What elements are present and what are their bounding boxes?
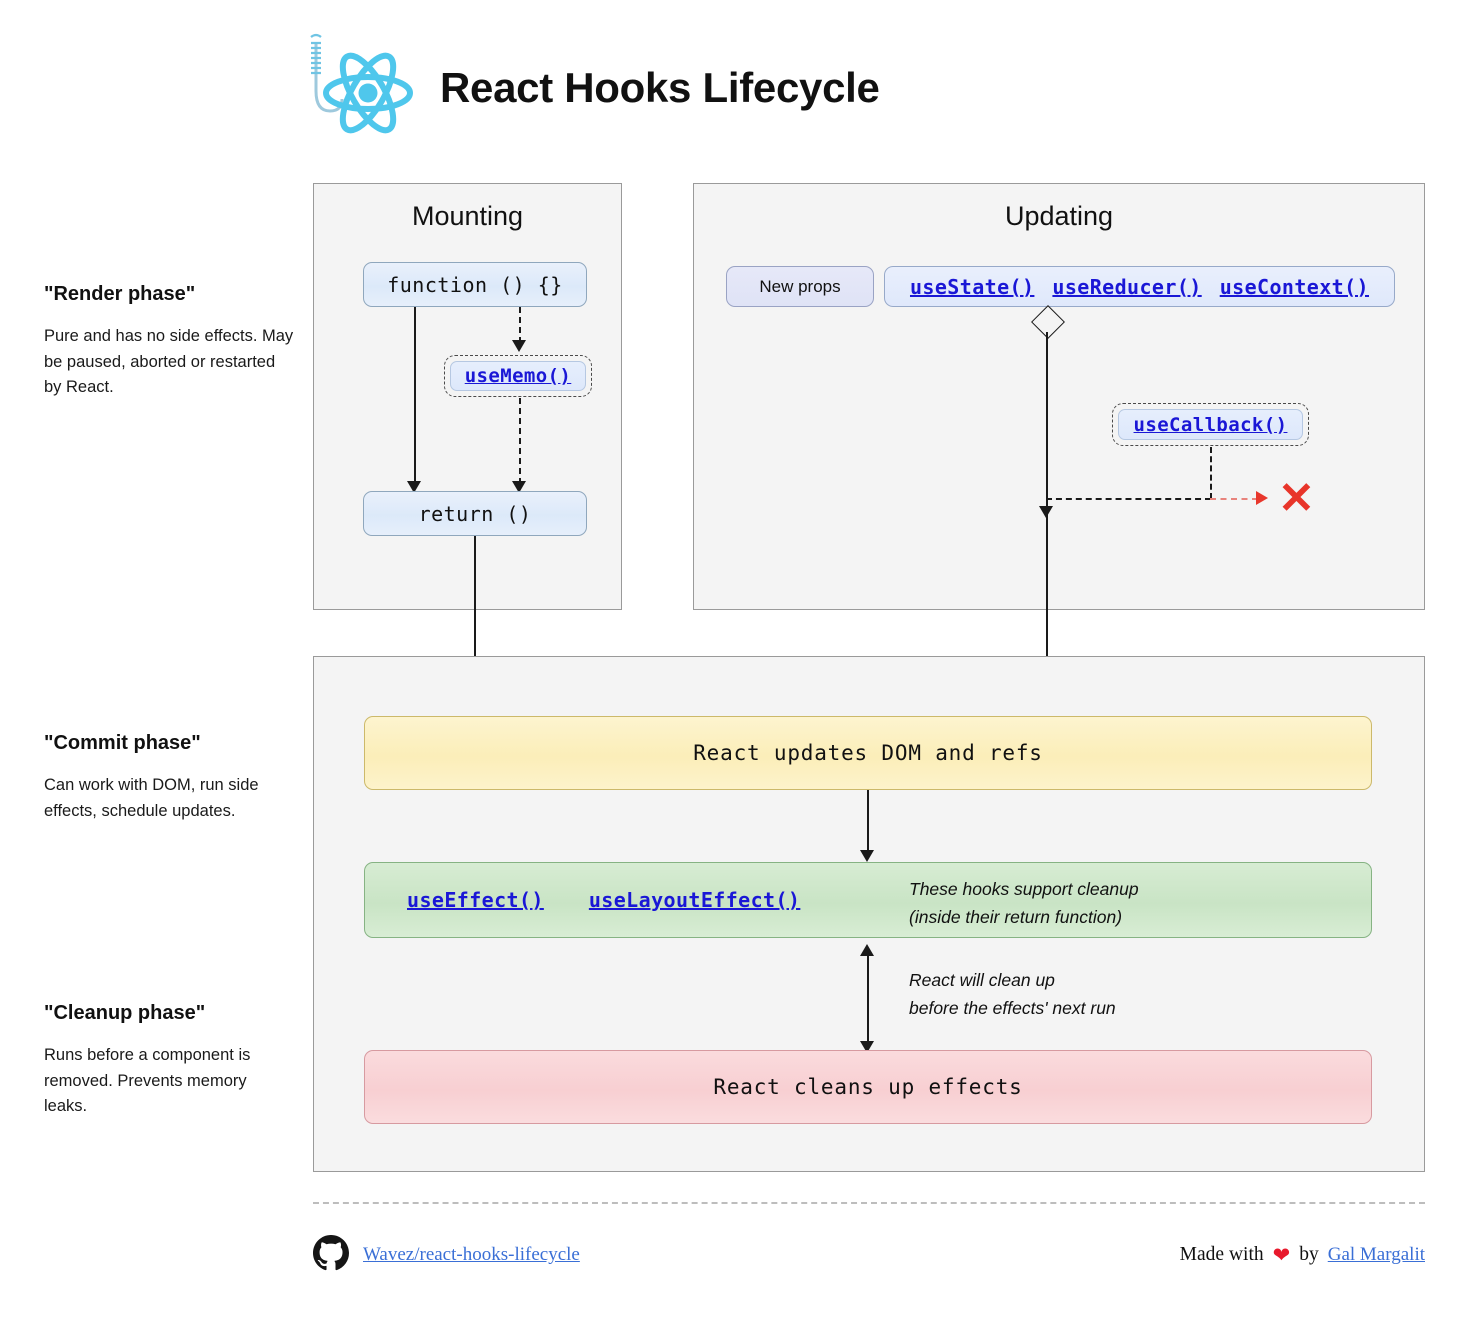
node-react-cleans-up-effects-label: React cleans up effects bbox=[713, 1075, 1023, 1099]
node-return-label: return () bbox=[418, 501, 532, 526]
node-use-memo[interactable]: useMemo() bbox=[444, 355, 592, 397]
page-title: React Hooks Lifecycle bbox=[440, 64, 880, 111]
node-use-callback[interactable]: useCallback() bbox=[1112, 403, 1309, 446]
node-effect-hooks[interactable]: useEffect() useLayoutEffect() bbox=[364, 862, 1372, 938]
arrowhead-skip-red bbox=[1256, 491, 1268, 505]
connector-usecallback-to-main bbox=[1046, 498, 1211, 500]
node-react-updates-dom-label: React updates DOM and refs bbox=[693, 741, 1043, 765]
arrowhead-updating-skip bbox=[1039, 506, 1053, 518]
github-icon bbox=[313, 1234, 349, 1276]
skip-marker-icon: ✕ bbox=[1278, 474, 1315, 523]
connector-usememo-to-return bbox=[519, 398, 521, 484]
phase-description-render: Pure and has no side effects. May be pau… bbox=[44, 327, 294, 397]
link-use-memo[interactable]: useMemo() bbox=[464, 365, 572, 387]
arrowhead-dom-to-effects bbox=[860, 850, 874, 862]
node-new-props: New props bbox=[726, 266, 874, 307]
panel-updating: Updating bbox=[693, 183, 1425, 610]
link-use-layout-effect[interactable]: useLayoutEffect() bbox=[588, 888, 801, 912]
page-footer: Wavez/react-hooks-lifecycle Made with ❤ … bbox=[313, 1228, 1425, 1282]
node-react-updates-dom: React updates DOM and refs bbox=[364, 716, 1372, 790]
panel-heading-updating: Updating bbox=[1004, 201, 1114, 231]
connector-usecallback-to-skip bbox=[1210, 498, 1258, 500]
link-use-effect[interactable]: useEffect() bbox=[407, 888, 544, 912]
connector-function-to-usememo bbox=[519, 307, 521, 343]
arrowhead-function-to-usememo bbox=[512, 340, 526, 352]
connector-usecallback-down bbox=[1210, 447, 1212, 499]
repo-link[interactable]: Wavez/react-hooks-lifecycle bbox=[363, 1244, 580, 1265]
annotation-effect-cleanup-note: These hooks support cleanup (inside thei… bbox=[909, 879, 1139, 927]
link-use-reducer[interactable]: useReducer() bbox=[1052, 274, 1202, 299]
footer-divider bbox=[313, 1202, 1425, 1204]
phase-description-commit: Can work with DOM, run side effects, sch… bbox=[44, 776, 259, 820]
phase-title-render: "Render phase" bbox=[44, 283, 196, 305]
node-state-hooks[interactable]: useState() useReducer() useContext() bbox=[884, 266, 1395, 307]
node-function-label: function () {} bbox=[387, 272, 563, 297]
react-atom-hook-logo-icon bbox=[300, 31, 418, 146]
connector-dom-to-effects bbox=[867, 790, 869, 853]
node-new-props-label: New props bbox=[759, 276, 841, 296]
link-use-callback[interactable]: useCallback() bbox=[1133, 413, 1288, 436]
annotation-cleanup-note: React will clean up before the effects' … bbox=[909, 970, 1116, 1018]
phase-description-cleanup: Runs before a component is removed. Prev… bbox=[44, 1046, 251, 1116]
arrowhead-cleanup-up bbox=[860, 944, 874, 956]
phase-label-cleanup: "Cleanup phase" Runs before a component … bbox=[44, 1002, 294, 1120]
arrowhead-function-to-return bbox=[407, 481, 421, 493]
by-label: by bbox=[1299, 1244, 1319, 1265]
link-use-context[interactable]: useContext() bbox=[1219, 274, 1369, 299]
panel-heading-mounting: Mounting bbox=[411, 201, 524, 231]
node-return: return () bbox=[363, 491, 587, 536]
node-react-cleans-up-effects: React cleans up effects bbox=[364, 1050, 1372, 1124]
node-function-declaration: function () {} bbox=[363, 262, 587, 307]
phase-label-render: "Render phase" Pure and has no side effe… bbox=[44, 283, 294, 401]
made-with-label: Made with bbox=[1179, 1244, 1264, 1265]
connector-function-to-return bbox=[414, 307, 416, 484]
phase-title-commit: "Commit phase" bbox=[44, 732, 201, 754]
phase-label-commit: "Commit phase" Can work with DOM, run si… bbox=[44, 732, 294, 824]
link-use-state[interactable]: useState() bbox=[909, 274, 1035, 299]
connector-effects-cleanup bbox=[867, 950, 869, 1048]
connector-updating-to-dom bbox=[1046, 332, 1048, 715]
connector-return-to-dom bbox=[474, 536, 476, 715]
page-header: React Hooks Lifecycle bbox=[300, 28, 1200, 148]
heart-icon: ❤ bbox=[1272, 1242, 1291, 1267]
phase-title-cleanup: "Cleanup phase" bbox=[44, 1002, 206, 1024]
author-link[interactable]: Gal Margalit bbox=[1327, 1244, 1425, 1265]
arrowhead-usememo-to-return bbox=[512, 481, 526, 493]
